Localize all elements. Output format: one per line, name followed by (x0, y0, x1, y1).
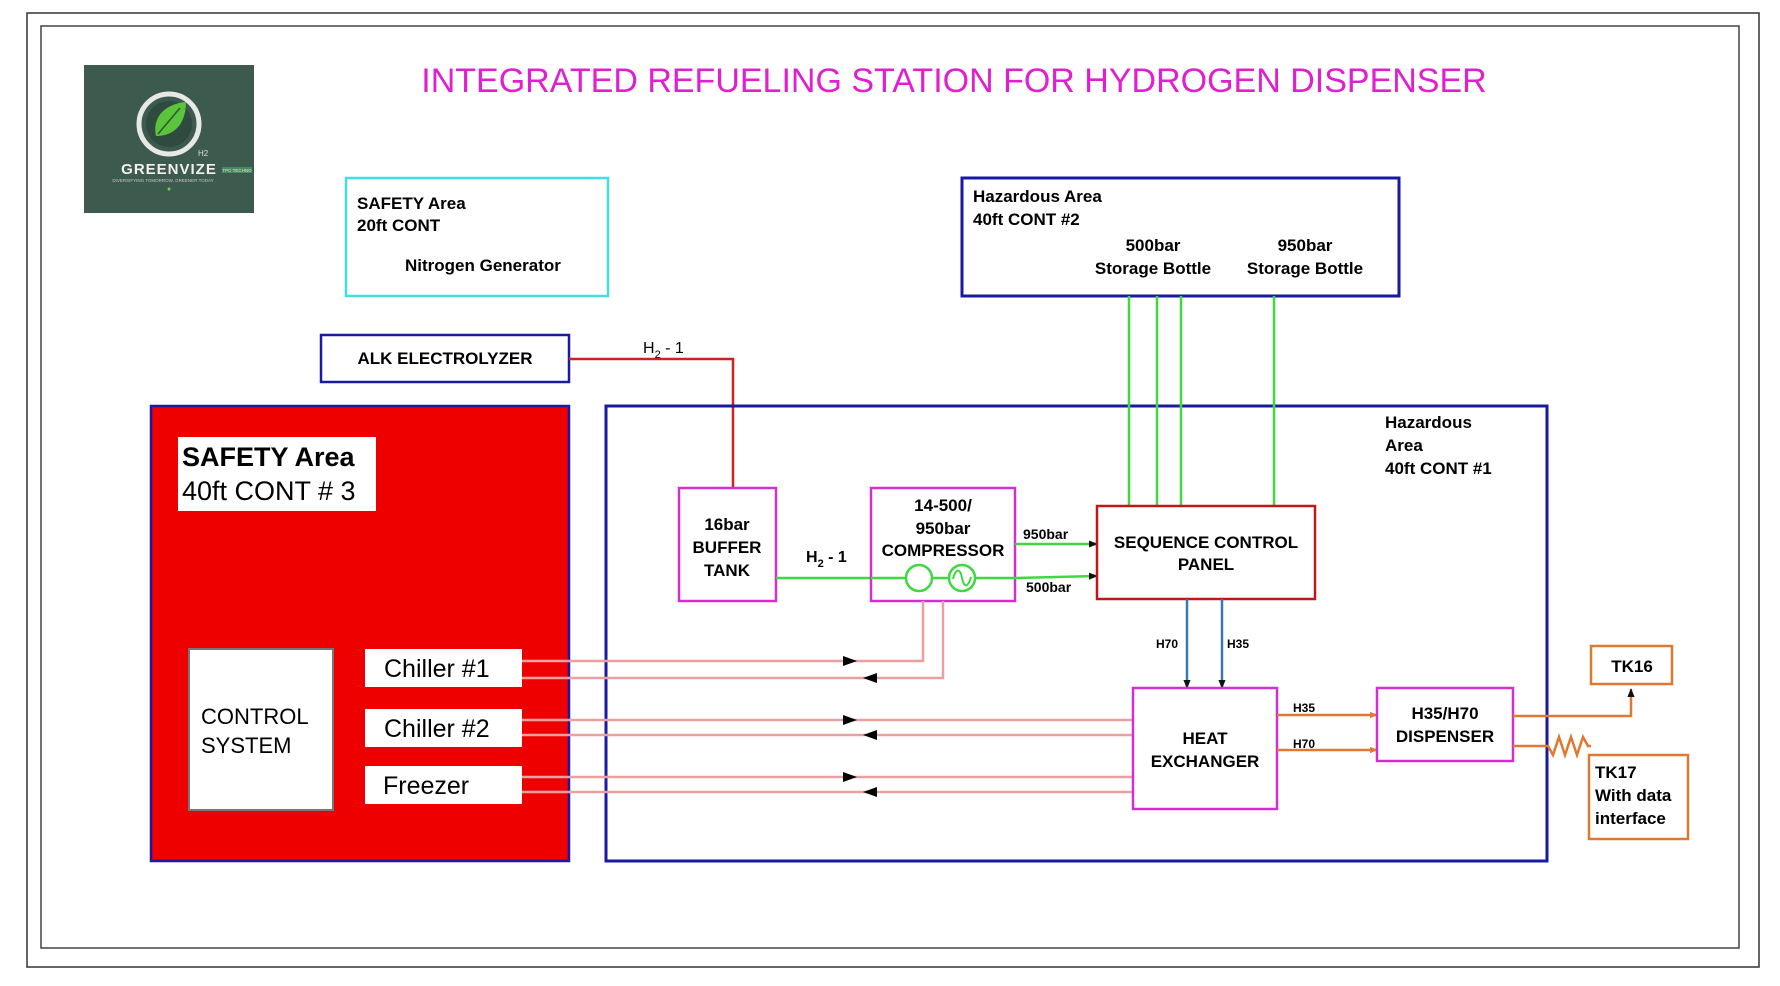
p950-label: 950bar (1023, 526, 1069, 542)
bottle-500-pressure: 500bar (1126, 236, 1181, 255)
storage-lines (1127, 296, 1276, 506)
hazardous-1-size: 40ft CONT #1 (1385, 459, 1492, 478)
hazardous-area-cont1: Hazardous Area 40ft CONT #1 (604, 404, 1549, 863)
hazardous-2-label: Hazardous Area (973, 187, 1102, 206)
dispenser-line2: DISPENSER (1396, 727, 1494, 746)
bottle-950-label: Storage Bottle (1247, 259, 1363, 278)
heat-exchanger-line1: HEAT (1182, 729, 1228, 748)
h35-right-label: H35 (1293, 701, 1315, 715)
buffer-tank: 16bar BUFFER TANK (677, 486, 778, 603)
buffer-tank-line3: TANK (704, 561, 751, 580)
hazardous-2-size: 40ft CONT #2 (973, 210, 1080, 229)
control-system: CONTROL SYSTEM (188, 648, 334, 811)
safety-3-label: SAFETY Area (182, 442, 356, 472)
logo-superscript: H2 (198, 149, 209, 158)
hazardous-area-cont2: Hazardous Area 40ft CONT #2 500bar Stora… (960, 176, 1401, 298)
safety-20ft-size: 20ft CONT (357, 216, 441, 235)
safety-area-20ft: SAFETY Area 20ft CONT Nitrogen Generator (344, 176, 610, 298)
alk-electrolyzer: ALK ELECTROLYZER (319, 333, 571, 384)
sequence-panel-line2: PANEL (1178, 555, 1234, 574)
h35-down-label: H35 (1227, 637, 1249, 651)
dispenser: H35/H70 DISPENSER (1375, 686, 1515, 763)
heat-exchanger-line2: EXCHANGER (1151, 752, 1260, 771)
bottle-950-pressure: 950bar (1278, 236, 1333, 255)
logo-badge: TPC TECHNO (222, 168, 252, 173)
tk17-line3: interface (1595, 809, 1666, 828)
buffer-tank-line2: BUFFER (693, 538, 762, 557)
chiller-2-label: Chiller #2 (384, 715, 490, 743)
tk17-hose (1513, 733, 1591, 759)
cooling-arrows (843, 656, 877, 797)
freezer-label: Freezer (383, 772, 469, 800)
diagram-title: INTEGRATED REFUELING STATION FOR HYDROGE… (421, 62, 1486, 100)
tk17-line2: With data (1595, 786, 1672, 805)
compressor-line3: COMPRESSOR (882, 541, 1005, 560)
control-system-line2: SYSTEM (201, 733, 291, 758)
chiller-1-label: Chiller #1 (384, 655, 490, 683)
bottle-500-label: Storage Bottle (1095, 259, 1211, 278)
tk16-label: TK16 (1611, 657, 1653, 676)
compressor: 14-500/ 950bar COMPRESSOR (869, 486, 1017, 603)
logo: H2 GREENVIZE TPC TECHNO DIVERSIFYING TOM… (84, 65, 254, 213)
h2-feed-label: H2 - 1 (643, 340, 684, 361)
freezer: Freezer (365, 766, 522, 804)
compressor-line2: 950bar (916, 519, 971, 538)
chiller-2: Chiller #2 (365, 709, 522, 747)
dispenser-line1: H35/H70 (1411, 704, 1478, 723)
h2-feed-line (569, 357, 735, 488)
chiller-1: Chiller #1 (365, 649, 522, 687)
safety-20ft-label: SAFETY Area (357, 194, 466, 213)
buffer-tank-pressure: 16bar (704, 515, 750, 534)
p500-label: 500bar (1026, 579, 1072, 595)
control-system-line1: CONTROL (201, 704, 309, 729)
pump-icon (904, 563, 934, 593)
tk16-link (1513, 688, 1635, 718)
nitrogen-generator-label: Nitrogen Generator (405, 256, 561, 275)
line-500bar (1014, 572, 1098, 580)
hazardous-1-label: Hazardous (1385, 413, 1472, 432)
h70-down-label: H70 (1156, 637, 1178, 651)
heat-exchanger: HEAT EXCHANGER (1131, 686, 1279, 811)
tk16: TK16 (1589, 644, 1674, 686)
safety-3-size: 40ft CONT # 3 (182, 476, 356, 506)
h2-compressor-label: H2 - 1 (806, 549, 847, 570)
tk17-label: TK17 (1595, 763, 1637, 782)
sequence-control-panel: SEQUENCE CONTROL PANEL (1095, 504, 1317, 601)
hazardous-1-area: Area (1385, 436, 1423, 455)
cooling-lines (522, 601, 1133, 794)
electrolyzer-label: ALK ELECTROLYZER (357, 349, 532, 368)
h70-right-label: H70 (1293, 737, 1315, 751)
sequence-panel-line1: SEQUENCE CONTROL (1114, 533, 1298, 552)
logo-name: GREENVIZE (121, 161, 217, 178)
leaf-circuit-icon (136, 91, 202, 157)
tk17: TK17 With data interface (1587, 753, 1690, 841)
logo-tagline: DIVERSIFYING TOMORROW, GREENER TODAY (112, 178, 213, 183)
compressor-line1: 14-500/ (914, 496, 972, 515)
